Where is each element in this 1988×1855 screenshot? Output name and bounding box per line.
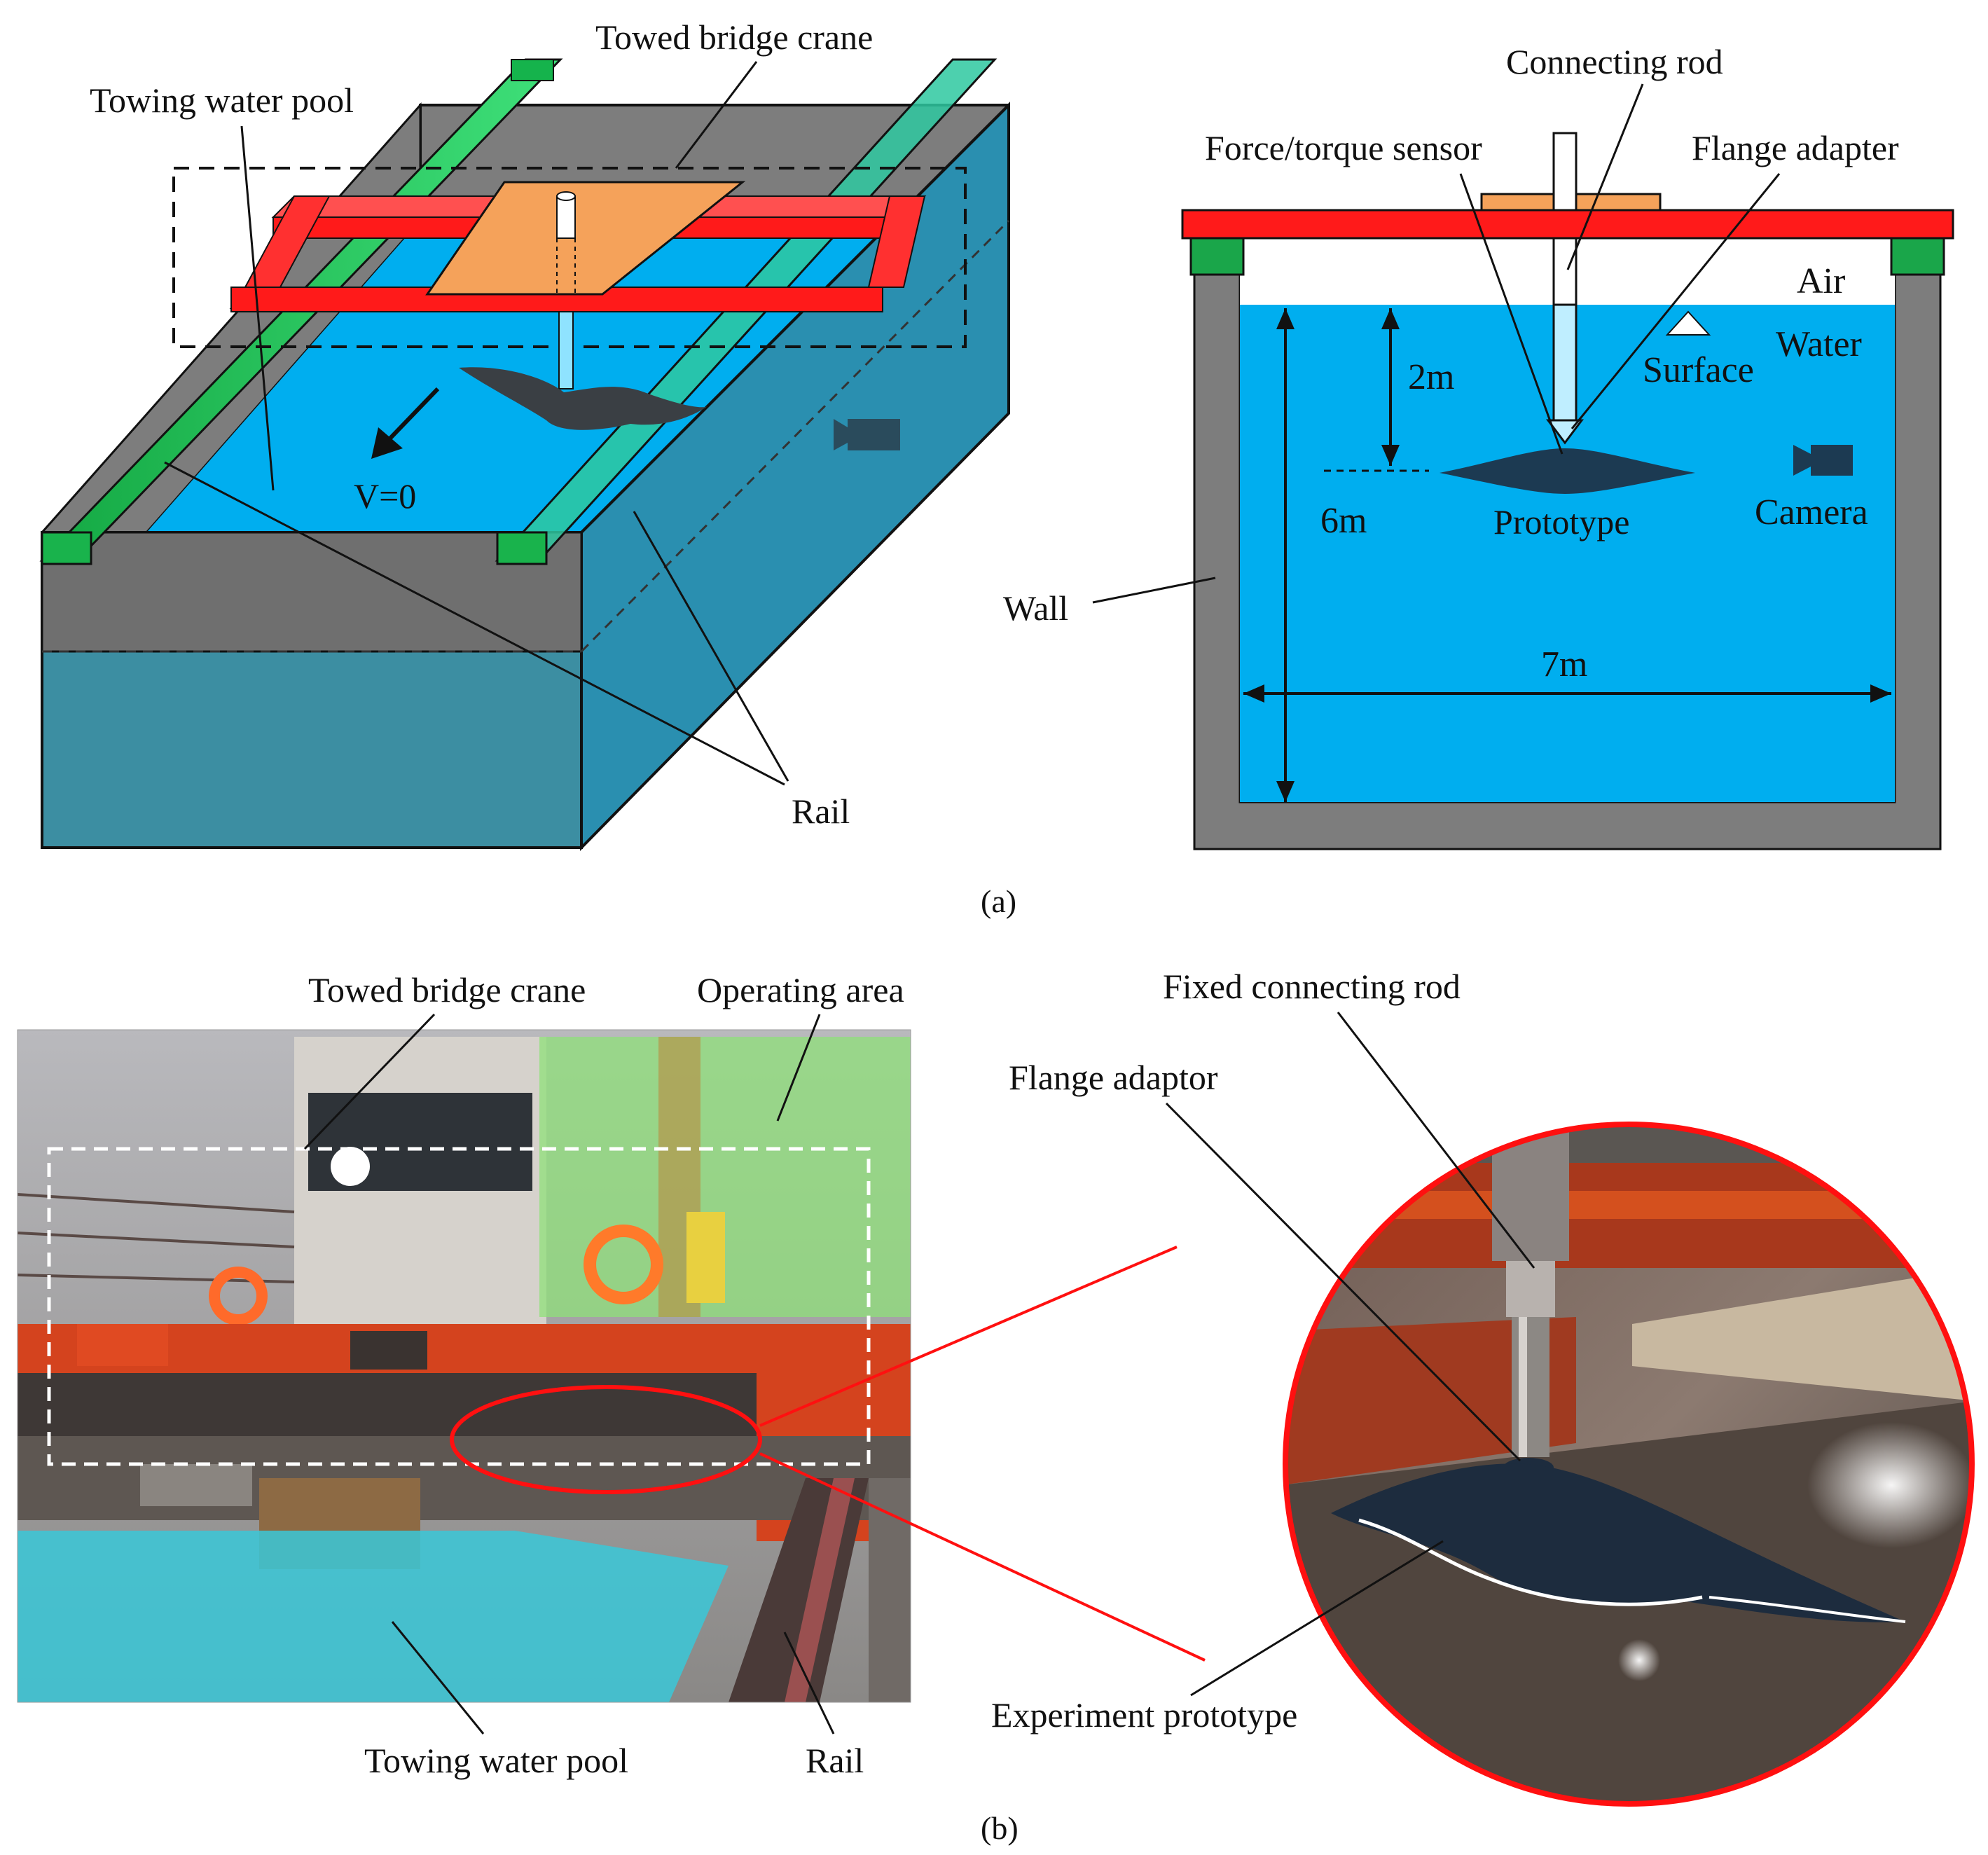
label-camera: Camera — [1755, 492, 1868, 532]
camera-icon-section — [1793, 445, 1853, 476]
prototype-highlight-ellipse — [450, 1385, 762, 1494]
label-flange-adaptor: Flange adaptor — [1009, 1058, 1218, 1097]
label-operating-area: Operating area — [697, 970, 904, 1009]
camera-icon-3d — [834, 419, 900, 450]
crane-rod — [556, 195, 576, 239]
label-towing-water-pool-photo: Towing water pool — [364, 1741, 628, 1780]
label-prototype: Prototype — [1493, 502, 1629, 542]
prototype-shape-section — [1440, 448, 1695, 494]
zoom-circle-border — [1283, 1122, 1975, 1807]
label-rail-3d: Rail — [792, 792, 850, 831]
label-connecting-rod: Connecting rod — [1506, 42, 1723, 81]
crane-dashed-box-photo — [47, 1147, 871, 1466]
prototype-shape-3d — [459, 367, 707, 430]
section-rod — [1552, 132, 1578, 212]
label-fixed-connecting-rod: Fixed connecting rod — [1163, 967, 1461, 1006]
surface-marker — [1665, 310, 1711, 336]
lab-photo — [18, 1030, 911, 1702]
label-2m: 2m — [1408, 357, 1454, 397]
support-left — [1189, 237, 1245, 276]
zoom-view — [1283, 1122, 1975, 1807]
label-experiment-prototype: Experiment prototype — [991, 1695, 1297, 1735]
label-6m: 6m — [1320, 501, 1367, 541]
label-force-torque-sensor: Force/torque sensor — [1205, 128, 1482, 167]
experiment-prototype-zoom — [1331, 1463, 1905, 1622]
pool-cross-section: Connecting rod Force/torque sensor Flang… — [1003, 42, 1954, 850]
caption-b: (b) — [981, 1810, 1019, 1846]
label-towing-water-pool-3d: Towing water pool — [90, 81, 354, 120]
label-air: Air — [1797, 261, 1845, 301]
section-crane-beam — [1181, 209, 1954, 240]
label-7m: 7m — [1541, 644, 1587, 684]
label-towed-bridge-crane-3d: Towed bridge crane — [595, 18, 873, 57]
crane-plate — [425, 181, 746, 296]
towing-pool-overlay — [18, 1531, 729, 1702]
label-surface: Surface — [1643, 350, 1754, 390]
velocity-label: V=0 — [354, 476, 416, 516]
velocity-arrow — [382, 387, 440, 447]
caption-a: (a) — [981, 883, 1016, 919]
label-water: Water — [1776, 324, 1862, 364]
label-flange-adapter: Flange adapter — [1692, 128, 1899, 167]
label-towed-bridge-crane-photo: Towed bridge crane — [308, 970, 586, 1009]
support-right — [1890, 237, 1945, 276]
pool-3d-diagram: V=0 Towed bridge crane Towing water pool… — [39, 18, 1010, 851]
label-wall: Wall — [1003, 588, 1068, 628]
label-rail-photo: Rail — [806, 1741, 864, 1780]
fixed-rod-zoom — [1492, 1124, 1569, 1261]
